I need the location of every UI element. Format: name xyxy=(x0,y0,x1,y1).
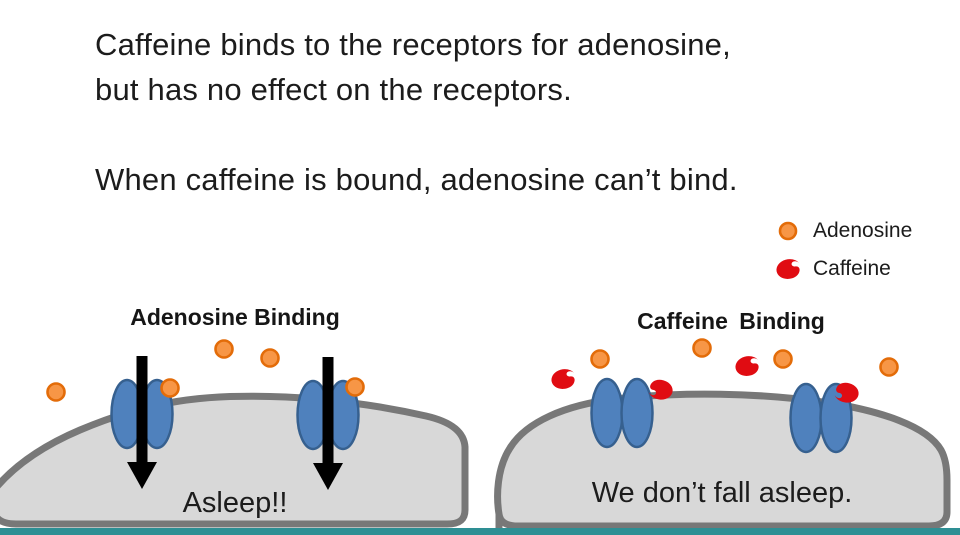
signal-arrow-shaft xyxy=(322,357,334,469)
signal-arrow-shaft xyxy=(136,356,148,468)
bottom-accent-bar xyxy=(0,528,960,535)
adenosine-molecule xyxy=(773,349,793,369)
signal-arrow-head xyxy=(313,463,343,490)
signal-arrow-head xyxy=(127,462,157,489)
slide-title: Caffeine binds to the receptors for aden… xyxy=(95,22,925,202)
caffeine-molecule xyxy=(551,369,575,389)
right-membrane-mound xyxy=(494,390,951,535)
legend-label-adenosine: Adenosine xyxy=(813,219,913,242)
legend-label-caffeine: Caffeine xyxy=(813,257,891,280)
right-panel-heading: Caffeine Binding xyxy=(637,308,825,334)
adenosine-legend-icon xyxy=(775,219,801,243)
adenosine-molecule xyxy=(214,339,234,359)
right-panel-caption: We don’t fall asleep. xyxy=(591,477,853,509)
molecule-layer xyxy=(46,338,899,403)
caffeine-molecule-bound xyxy=(648,379,673,400)
arrow-layer xyxy=(127,356,343,490)
adenosine-molecule xyxy=(590,349,610,369)
adenosine-molecule xyxy=(260,348,280,368)
title-line-2: but has no effect on the receptors. xyxy=(95,72,572,107)
receptor-ellipse xyxy=(789,382,823,454)
adenosine-molecule xyxy=(692,338,712,358)
caffeine-molecule xyxy=(735,356,759,376)
adenosine-molecule xyxy=(46,382,66,402)
caffeine-molecule-bound xyxy=(834,382,859,403)
left-panel-caption: Asleep!! xyxy=(182,487,288,519)
legend-row-caffeine: Caffeine xyxy=(775,250,955,288)
title-line-3: When caffeine is bound, adenosine can’t … xyxy=(95,162,738,197)
receptor-ellipse xyxy=(620,377,654,449)
caffeine-legend-icon xyxy=(775,257,801,281)
legend-row-adenosine: Adenosine xyxy=(775,212,955,250)
adenosine-molecule-bound xyxy=(160,378,180,398)
receptor-ellipse xyxy=(590,377,624,449)
left-panel-heading: Adenosine Binding xyxy=(130,304,340,330)
receptor-layer xyxy=(110,377,853,454)
adenosine-molecule xyxy=(879,357,899,377)
legend: Adenosine Caffeine xyxy=(775,212,955,288)
title-line-1: Caffeine binds to the receptors for aden… xyxy=(95,27,731,62)
adenosine-molecule-bound xyxy=(345,377,365,397)
